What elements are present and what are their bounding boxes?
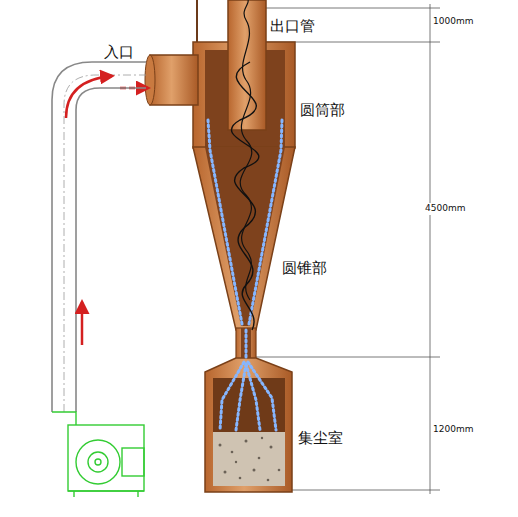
dimension-value: 1000mm bbox=[432, 16, 474, 28]
cone-cutaway bbox=[205, 147, 285, 326]
part-label: 入口 bbox=[104, 44, 134, 61]
dimension-value: 1200mm bbox=[432, 424, 474, 436]
dust-chamber bbox=[205, 358, 292, 492]
cone-body bbox=[193, 147, 295, 330]
part-label: 圆筒部 bbox=[300, 102, 345, 119]
part-label: 集尘室 bbox=[298, 430, 343, 447]
part-label: 圆锥部 bbox=[282, 260, 327, 277]
vortex-line bbox=[231, 62, 258, 330]
feed-pipe bbox=[52, 62, 146, 412]
part-label: 出口管 bbox=[270, 18, 315, 35]
exit-pipe bbox=[228, 0, 266, 130]
dimension-value: 4500mm bbox=[424, 203, 466, 215]
inlet bbox=[150, 55, 198, 105]
fan bbox=[52, 412, 144, 497]
